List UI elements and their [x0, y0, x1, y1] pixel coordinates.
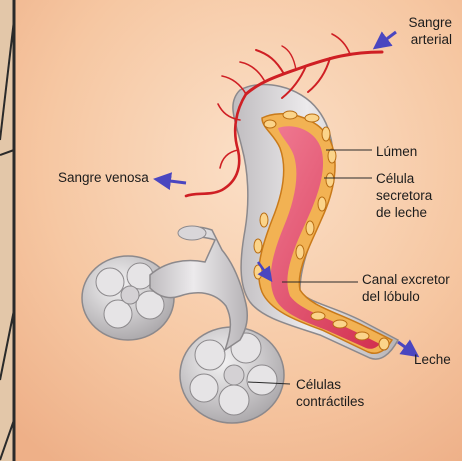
label-celulas-contractiles: Células contráctiles — [296, 376, 364, 410]
label-leche: Leche — [414, 351, 451, 368]
label-lumen: Lúmen — [376, 143, 417, 160]
left-strip — [0, 0, 14, 461]
label-canal-excretor: Canal excretor del lóbulo — [362, 271, 450, 305]
label-sangre-arterial: Sangre arterial — [394, 14, 452, 48]
label-sangre-venosa: Sangre venosa — [58, 169, 149, 186]
label-celula-secretora: Célula secretora de leche — [376, 170, 432, 221]
